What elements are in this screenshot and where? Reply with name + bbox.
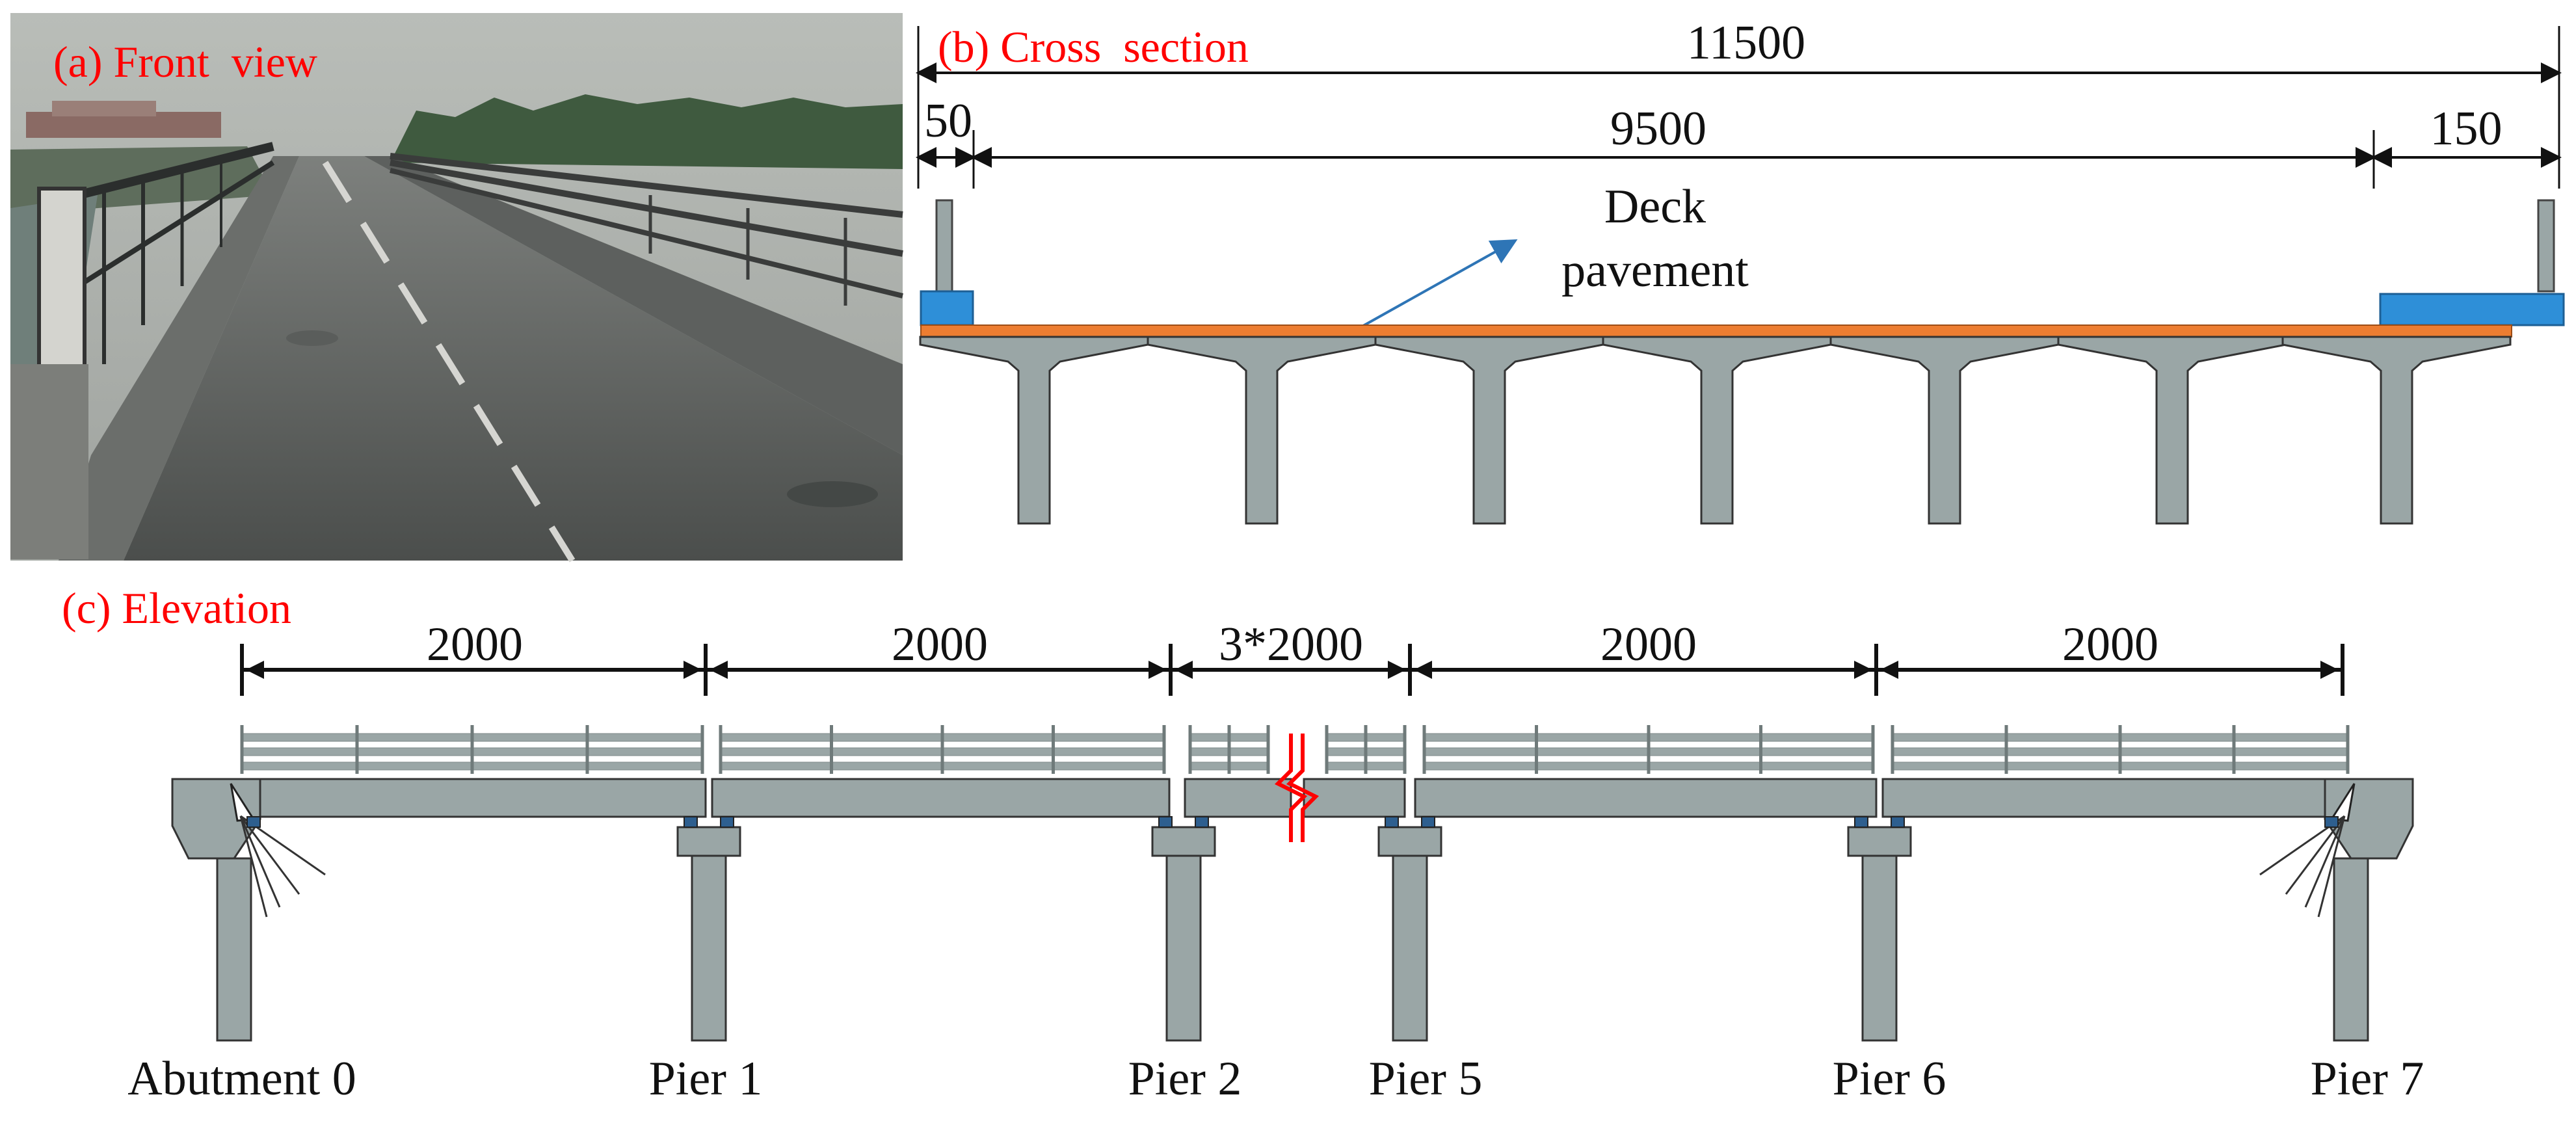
support-label-pier-5: Pier 5 [1369, 1052, 1483, 1105]
tie-line-3 [2317, 815, 2346, 918]
pier-0-column [691, 854, 727, 1042]
support-label-abutment-0: Abutment 0 [127, 1052, 356, 1105]
cross-section: (b) Cross section 11500 50 9500 150 Deck… [916, 16, 2565, 525]
support-label-pier-6: Pier 6 [1833, 1052, 1946, 1105]
span-arrow-r-1 [1149, 661, 1167, 679]
front-view-label: (a) Front view [53, 37, 317, 86]
pavement-annotation-line2: pavement [1561, 244, 1749, 297]
dim-middle-text: 9500 [1610, 102, 1706, 155]
pier-3-column [1861, 854, 1898, 1042]
girder-3 [1374, 336, 1604, 525]
span-2-text: 2000 [892, 618, 988, 671]
pier-1-column [1165, 854, 1202, 1042]
pier-1-bearing-l [1158, 816, 1173, 828]
span-arrow-l-4 [1880, 661, 1898, 679]
pavement-pointer-arrow [1352, 239, 1518, 333]
tie-line-3 [239, 815, 268, 918]
supports [171, 778, 2414, 1042]
span-3-text: 3*2000 [1219, 618, 1363, 671]
abutment-bearing [246, 816, 261, 828]
left-curb [920, 290, 974, 326]
span-arrow-l-1 [710, 661, 728, 679]
dim-right-text: 150 [2430, 102, 2503, 155]
deck-spans [233, 778, 2348, 818]
span-arrow-r-0 [684, 661, 702, 679]
tie-line-2 [239, 815, 281, 908]
girder-1 [919, 336, 1149, 525]
pier-2-bearing-l [1385, 816, 1399, 828]
deck-span-0 [233, 778, 707, 818]
right-curb [2379, 293, 2565, 326]
pier-1-bearing-r [1195, 816, 1209, 828]
deck-span-5 [1881, 778, 2348, 818]
support-label-pier-1: Pier 1 [649, 1052, 763, 1105]
pier-3-cap [1847, 826, 1912, 857]
pier-0-bearing-r [720, 816, 734, 828]
support-label-pier-2: Pier 2 [1128, 1052, 1242, 1105]
abutment-right [2259, 778, 2414, 1042]
pier-1-cap [1151, 826, 1216, 857]
tie-line-2 [2304, 815, 2346, 908]
span-arrow-l-0 [246, 661, 264, 679]
abutment-column [216, 857, 252, 1042]
pier-2-column [1392, 854, 1428, 1042]
elevation-label: (c) Elevation [62, 583, 291, 633]
cross-section-label: (b) Cross section [938, 22, 1249, 72]
pier-3-bearing-l [1854, 816, 1868, 828]
guard-rails [240, 725, 2350, 774]
span-4-text: 2000 [1600, 618, 1697, 671]
elevation: (c) Elevation 2000 2000 3*2000 2000 2000… [62, 583, 2424, 1105]
support-label-pier-7: Pier 7 [2311, 1052, 2424, 1105]
dim-left-text: 50 [924, 94, 972, 148]
girder-7 [2281, 336, 2512, 525]
span-5-text: 2000 [2062, 618, 2158, 671]
girder-6 [2057, 336, 2287, 525]
front-view-photo [10, 13, 903, 562]
t-girders [919, 336, 2512, 525]
pier-0-bearing-l [684, 816, 698, 828]
dim-total-text: 11500 [1687, 16, 1805, 70]
tie-line-1 [239, 815, 300, 895]
deck-span-4 [1414, 778, 1878, 818]
span-1-text: 2000 [427, 618, 523, 671]
abutment-bearing [2324, 816, 2339, 828]
deck-span-2 [1184, 778, 1292, 818]
tie-line-1 [2285, 815, 2346, 895]
span-arrow-l-2 [1175, 661, 1193, 679]
pier-2-bearing-r [1421, 816, 1435, 828]
break-mark [1274, 734, 1320, 842]
girder-5 [1829, 336, 2060, 525]
pier-3-bearing-r [1891, 816, 1905, 828]
span-arrow-r-3 [1854, 661, 1872, 679]
abutment-column [2333, 857, 2369, 1042]
left-railing-post [935, 199, 953, 293]
span-arrow-l-3 [1414, 661, 1432, 679]
span-arrow-r-2 [1388, 661, 1406, 679]
pavement-annotation-line1: Deck [1604, 180, 1706, 233]
right-railing-post [2537, 199, 2555, 293]
pier-0-cap [676, 826, 741, 857]
deck-span-3 [1303, 778, 1406, 818]
pier-2-cap [1377, 826, 1442, 857]
span-dimensions: 2000 2000 3*2000 2000 2000 [240, 618, 2344, 696]
span-arrow-r-4 [2320, 661, 2339, 679]
girder-4 [1602, 336, 1832, 525]
deck-span-1 [711, 778, 1171, 818]
abutment-left [171, 778, 326, 1042]
girder-2 [1147, 336, 1377, 525]
deck-pavement [920, 324, 2512, 338]
